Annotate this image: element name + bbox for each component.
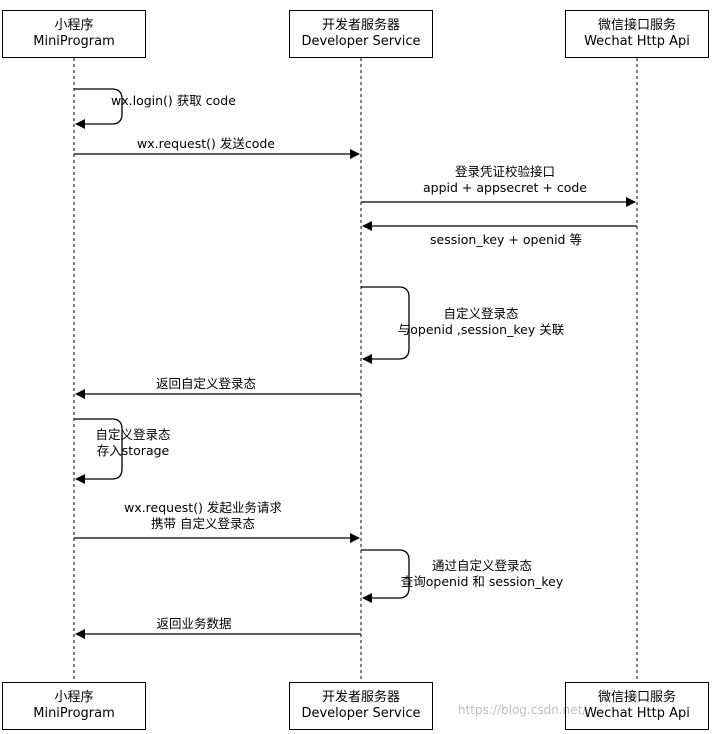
msg-return-business-data-label: 返回业务数据 (156, 616, 231, 632)
participant-miniprogram-bottom: 小程序 MiniProgram (2, 682, 146, 730)
participant-subtitle: MiniProgram (33, 706, 115, 721)
msg-label-line: wx.login() 获取 code (111, 93, 236, 108)
msg-label-line: 返回自定义登录态 (155, 376, 257, 391)
msg-label-line: 存入storage (96, 443, 170, 458)
participant-subtitle: Wechat Http Api (584, 706, 690, 721)
msg-label-line: 通过自定义登录态 (431, 558, 533, 573)
participant-developer-service-top: 开发者服务器 Developer Service (289, 10, 433, 58)
msg-return-login-state-label: 返回自定义登录态 (156, 376, 256, 392)
msg-label-line: 自定义登录态 (95, 427, 171, 442)
msg-label-line: 登录凭证校验接口 (454, 164, 556, 179)
msg-label-line: wx.request() 发送code (137, 136, 275, 151)
msg-store-storage-self-loop (74, 418, 123, 484)
msg-login-self-loop (74, 88, 123, 129)
msg-query-session-label: 通过自定义登录态 查询openid 和 session_key (401, 558, 563, 590)
msg-label-line: 自定义登录态 (443, 306, 519, 321)
msg-send-code-label: wx.request() 发送code (137, 136, 275, 152)
participant-title: 开发者服务器 (321, 690, 400, 705)
participant-subtitle: MiniProgram (33, 34, 115, 49)
participant-title: 小程序 (54, 690, 94, 705)
participant-miniprogram-top: 小程序 MiniProgram (2, 10, 146, 58)
msg-query-session-self-loop (361, 549, 410, 603)
watermark: https://blog.csdn.net/... (458, 703, 598, 717)
participant-subtitle: Developer Service (301, 34, 421, 49)
msg-label-line: wx.request() 发起业务请求 (124, 500, 282, 515)
msg-code2session-label: 登录凭证校验接口 appid + appsecret + code (423, 164, 587, 196)
msg-label-line: 查询openid 和 session_key (400, 574, 564, 589)
msg-login-label: wx.login() 获取 code (111, 93, 236, 109)
msg-custom-login-state-self-loop (361, 286, 410, 364)
participant-title: 开发者服务器 (321, 18, 400, 33)
participant-subtitle: Wechat Http Api (584, 34, 690, 49)
msg-label-line: appid + appsecret + code (423, 180, 587, 195)
participant-subtitle: Developer Service (301, 706, 421, 721)
msg-business-request-label: wx.request() 发起业务请求 携带 自定义登录态 (124, 500, 282, 532)
msg-store-storage-label: 自定义登录态 存入storage (95, 427, 170, 459)
msg-custom-login-state-label: 自定义登录态 与openid ,session_key 关联 (398, 306, 564, 338)
participant-title: 微信接口服务 (597, 690, 676, 705)
msg-label-line: session_key + openid 等 (430, 232, 582, 247)
participant-wechat-api-top: 微信接口服务 Wechat Http Api (565, 10, 709, 58)
msg-label-line: 与openid ,session_key 关联 (397, 322, 565, 337)
msg-session-return-label: session_key + openid 等 (430, 232, 582, 248)
participant-wechat-api-bottom: 微信接口服务 Wechat Http Api (565, 682, 709, 730)
participant-title: 微信接口服务 (597, 18, 676, 33)
msg-label-line: 携带 自定义登录态 (151, 516, 255, 531)
participant-developer-service-bottom: 开发者服务器 Developer Service (289, 682, 433, 730)
participant-title: 小程序 (54, 18, 94, 33)
msg-label-line: 返回业务数据 (156, 616, 232, 631)
